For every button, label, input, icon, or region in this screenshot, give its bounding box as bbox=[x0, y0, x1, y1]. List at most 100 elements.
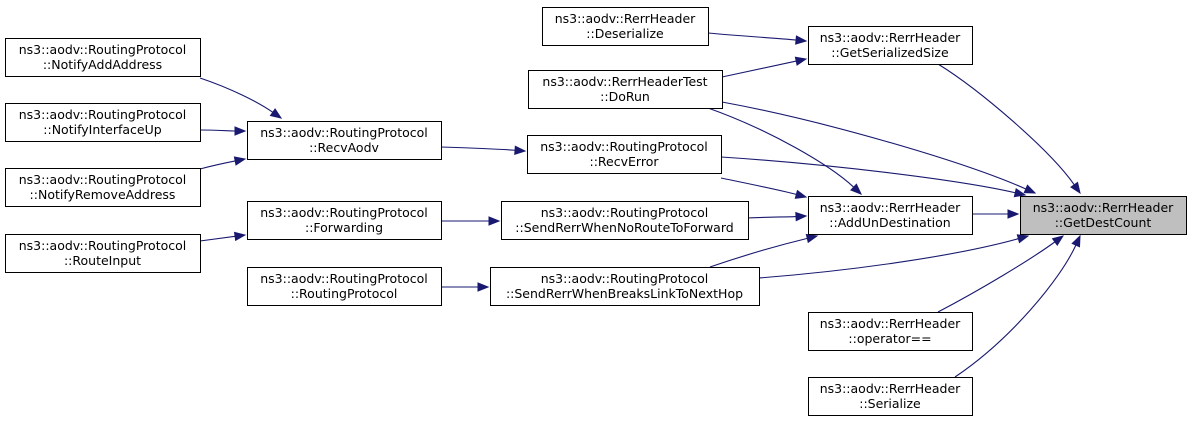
node-label-line2: ::DoRun bbox=[600, 89, 650, 104]
node-label-line1: ns3::aodv::RerrHeader bbox=[820, 30, 961, 45]
node-label-line1: ns3::aodv::RoutingProtocol bbox=[260, 205, 428, 220]
node-box[interactable] bbox=[247, 121, 442, 160]
edge-routeinput-to-forwarding bbox=[199, 231, 247, 242]
node-label-line2: ::NotifyAddAddress bbox=[43, 57, 162, 72]
node-addundestination[interactable]: ns3::aodv::RerrHeader::AddUnDestination bbox=[808, 196, 973, 235]
node-box[interactable] bbox=[527, 135, 722, 174]
node-label-line1: ns3::aodv::RoutingProtocol bbox=[541, 271, 709, 286]
edges-layer bbox=[199, 32, 1081, 378]
node-routingprotocol[interactable]: ns3::aodv::RoutingProtocol::RoutingProto… bbox=[247, 267, 442, 306]
node-forwarding[interactable]: ns3::aodv::RoutingProtocol::Forwarding bbox=[247, 201, 442, 240]
node-label-line1: ns3::aodv::RerrHeader bbox=[820, 316, 961, 331]
node-box[interactable] bbox=[542, 7, 709, 46]
node-box[interactable] bbox=[501, 201, 749, 240]
node-notifyremoveaddress[interactable]: ns3::aodv::RoutingProtocol::NotifyRemove… bbox=[5, 168, 201, 207]
node-label-line1: ns3::aodv::RoutingProtocol bbox=[19, 42, 187, 57]
edge-routingprotocol-to-sendrerrbreaks bbox=[441, 282, 490, 292]
node-label-line1: ns3::aodv::RoutingProtocol bbox=[19, 172, 187, 187]
edge-notifyinterfaceup-to-recvaodv bbox=[199, 126, 247, 136]
edge-line bbox=[199, 129, 236, 132]
edge-arrowhead bbox=[269, 108, 283, 119]
node-box[interactable] bbox=[1020, 196, 1187, 235]
node-box[interactable] bbox=[808, 377, 973, 416]
node-box[interactable] bbox=[490, 267, 760, 306]
node-box[interactable] bbox=[247, 201, 442, 240]
node-notifyinterfaceup[interactable]: ns3::aodv::RoutingProtocol::NotifyInterf… bbox=[5, 103, 201, 142]
node-getdestcount[interactable]: ns3::aodv::RerrHeader::GetDestCount bbox=[1020, 196, 1187, 235]
node-label-line1: ns3::aodv::RoutingProtocol bbox=[260, 125, 428, 140]
node-label-line2: ::NotifyInterfaceUp bbox=[43, 122, 161, 137]
node-operatoreq[interactable]: ns3::aodv::RerrHeader::operator== bbox=[808, 312, 973, 351]
edge-arrowhead bbox=[1016, 234, 1030, 244]
nodes-layer: ns3::aodv::RerrHeader::GetDestCountns3::… bbox=[5, 7, 1187, 416]
node-serialize[interactable]: ns3::aodv::RerrHeader::Serialize bbox=[808, 377, 973, 416]
edge-arrowhead bbox=[1070, 181, 1081, 195]
edge-addundestination-to-getdestcount bbox=[972, 209, 1020, 219]
edge-arrowhead bbox=[477, 282, 490, 292]
edge-arrowhead bbox=[233, 231, 247, 242]
edge-sendrerrnoroute-to-addundestination bbox=[747, 211, 808, 222]
node-box[interactable] bbox=[5, 103, 201, 142]
node-routeinput[interactable]: ns3::aodv::RoutingProtocol::RouteInput bbox=[5, 234, 201, 273]
edge-arrowhead bbox=[795, 35, 808, 45]
edge-arrowhead bbox=[850, 183, 862, 195]
node-dorun[interactable]: ns3::aodv::RerrHeaderTest::DoRun bbox=[528, 70, 723, 109]
edge-dorun-to-getdestcount bbox=[721, 101, 1037, 194]
node-label-line1: ns3::aodv::RoutingProtocol bbox=[540, 139, 708, 154]
edge-arrowhead bbox=[233, 156, 247, 166]
edge-arrowhead bbox=[488, 216, 501, 226]
edge-line bbox=[199, 77, 274, 113]
node-label-line1: ns3::aodv::RerrHeader bbox=[820, 381, 961, 396]
edge-arrowhead bbox=[805, 233, 819, 244]
edge-serialize-to-getdestcount bbox=[954, 234, 1081, 378]
node-box[interactable] bbox=[808, 26, 973, 65]
node-sendrerrbreaks[interactable]: ns3::aodv::RoutingProtocol::SendRerrWhen… bbox=[490, 267, 760, 306]
node-label-line2: ::RecvError bbox=[590, 154, 660, 169]
node-label-line1: ns3::aodv::RerrHeader bbox=[1033, 200, 1174, 215]
node-box[interactable] bbox=[247, 267, 442, 306]
node-label-line2: ::RouteInput bbox=[64, 253, 141, 268]
node-box[interactable] bbox=[528, 70, 723, 109]
node-box[interactable] bbox=[5, 38, 201, 77]
node-box[interactable] bbox=[808, 196, 973, 235]
edge-line bbox=[440, 146, 516, 151]
node-getserializedsize[interactable]: ns3::aodv::RerrHeader::GetSerializedSize bbox=[808, 26, 973, 65]
node-recvaodv[interactable]: ns3::aodv::RoutingProtocol::RecvAodv bbox=[247, 121, 442, 160]
node-label-line2: ::SendRerrWhenBreaksLinkToNextHop bbox=[506, 286, 743, 301]
edge-line bbox=[199, 160, 236, 170]
node-label-line1: ns3::aodv::RoutingProtocol bbox=[19, 238, 187, 253]
edge-arrowhead bbox=[794, 56, 808, 66]
node-notifyaddaddress[interactable]: ns3::aodv::RoutingProtocol::NotifyAddAdd… bbox=[5, 38, 201, 77]
edge-notifyaddaddress-to-recvaodv bbox=[199, 77, 283, 119]
edge-deserialize-to-getserializedsize bbox=[707, 32, 808, 45]
edge-dorun-to-addundestination bbox=[707, 107, 862, 195]
edge-arrowhead bbox=[1013, 188, 1027, 198]
node-box[interactable] bbox=[5, 168, 201, 207]
node-label-line1: ns3::aodv::RerrHeader bbox=[820, 200, 961, 215]
node-label-line2: ::RoutingProtocol bbox=[291, 286, 398, 301]
edge-notifyremoveaddress-to-recvaodv bbox=[199, 156, 247, 170]
edge-line bbox=[937, 241, 1056, 313]
edge-forwarding-to-sendrerrnoroute bbox=[441, 216, 501, 226]
edge-dorun-to-getserializedsize bbox=[721, 56, 808, 78]
node-deserialize[interactable]: ns3::aodv::RerrHeader::Deserialize bbox=[542, 7, 709, 46]
edge-arrowhead bbox=[795, 211, 808, 222]
node-label-line2: ::Forwarding bbox=[305, 220, 383, 235]
node-label-line2: ::GetSerializedSize bbox=[831, 45, 949, 60]
edge-line bbox=[937, 63, 1075, 186]
edge-line bbox=[747, 216, 797, 219]
node-box[interactable] bbox=[808, 312, 973, 351]
node-label-line1: ns3::aodv::RoutingProtocol bbox=[260, 271, 428, 286]
edge-getserializedsize-to-getdestcount bbox=[937, 63, 1081, 195]
edge-line bbox=[707, 32, 797, 41]
edge-line bbox=[707, 107, 855, 188]
node-label-line2: ::SendRerrWhenNoRouteToForward bbox=[515, 220, 733, 235]
edge-line bbox=[720, 177, 797, 195]
edge-operatoreq-to-getdestcount bbox=[937, 235, 1065, 313]
node-label-line2: ::operator== bbox=[848, 331, 931, 346]
node-sendrerrnoroute[interactable]: ns3::aodv::RoutingProtocol::SendRerrWhen… bbox=[501, 201, 749, 240]
edge-arrowhead bbox=[234, 126, 247, 136]
node-box[interactable] bbox=[5, 234, 201, 273]
node-recverror[interactable]: ns3::aodv::RoutingProtocol::RecvError bbox=[527, 135, 722, 174]
